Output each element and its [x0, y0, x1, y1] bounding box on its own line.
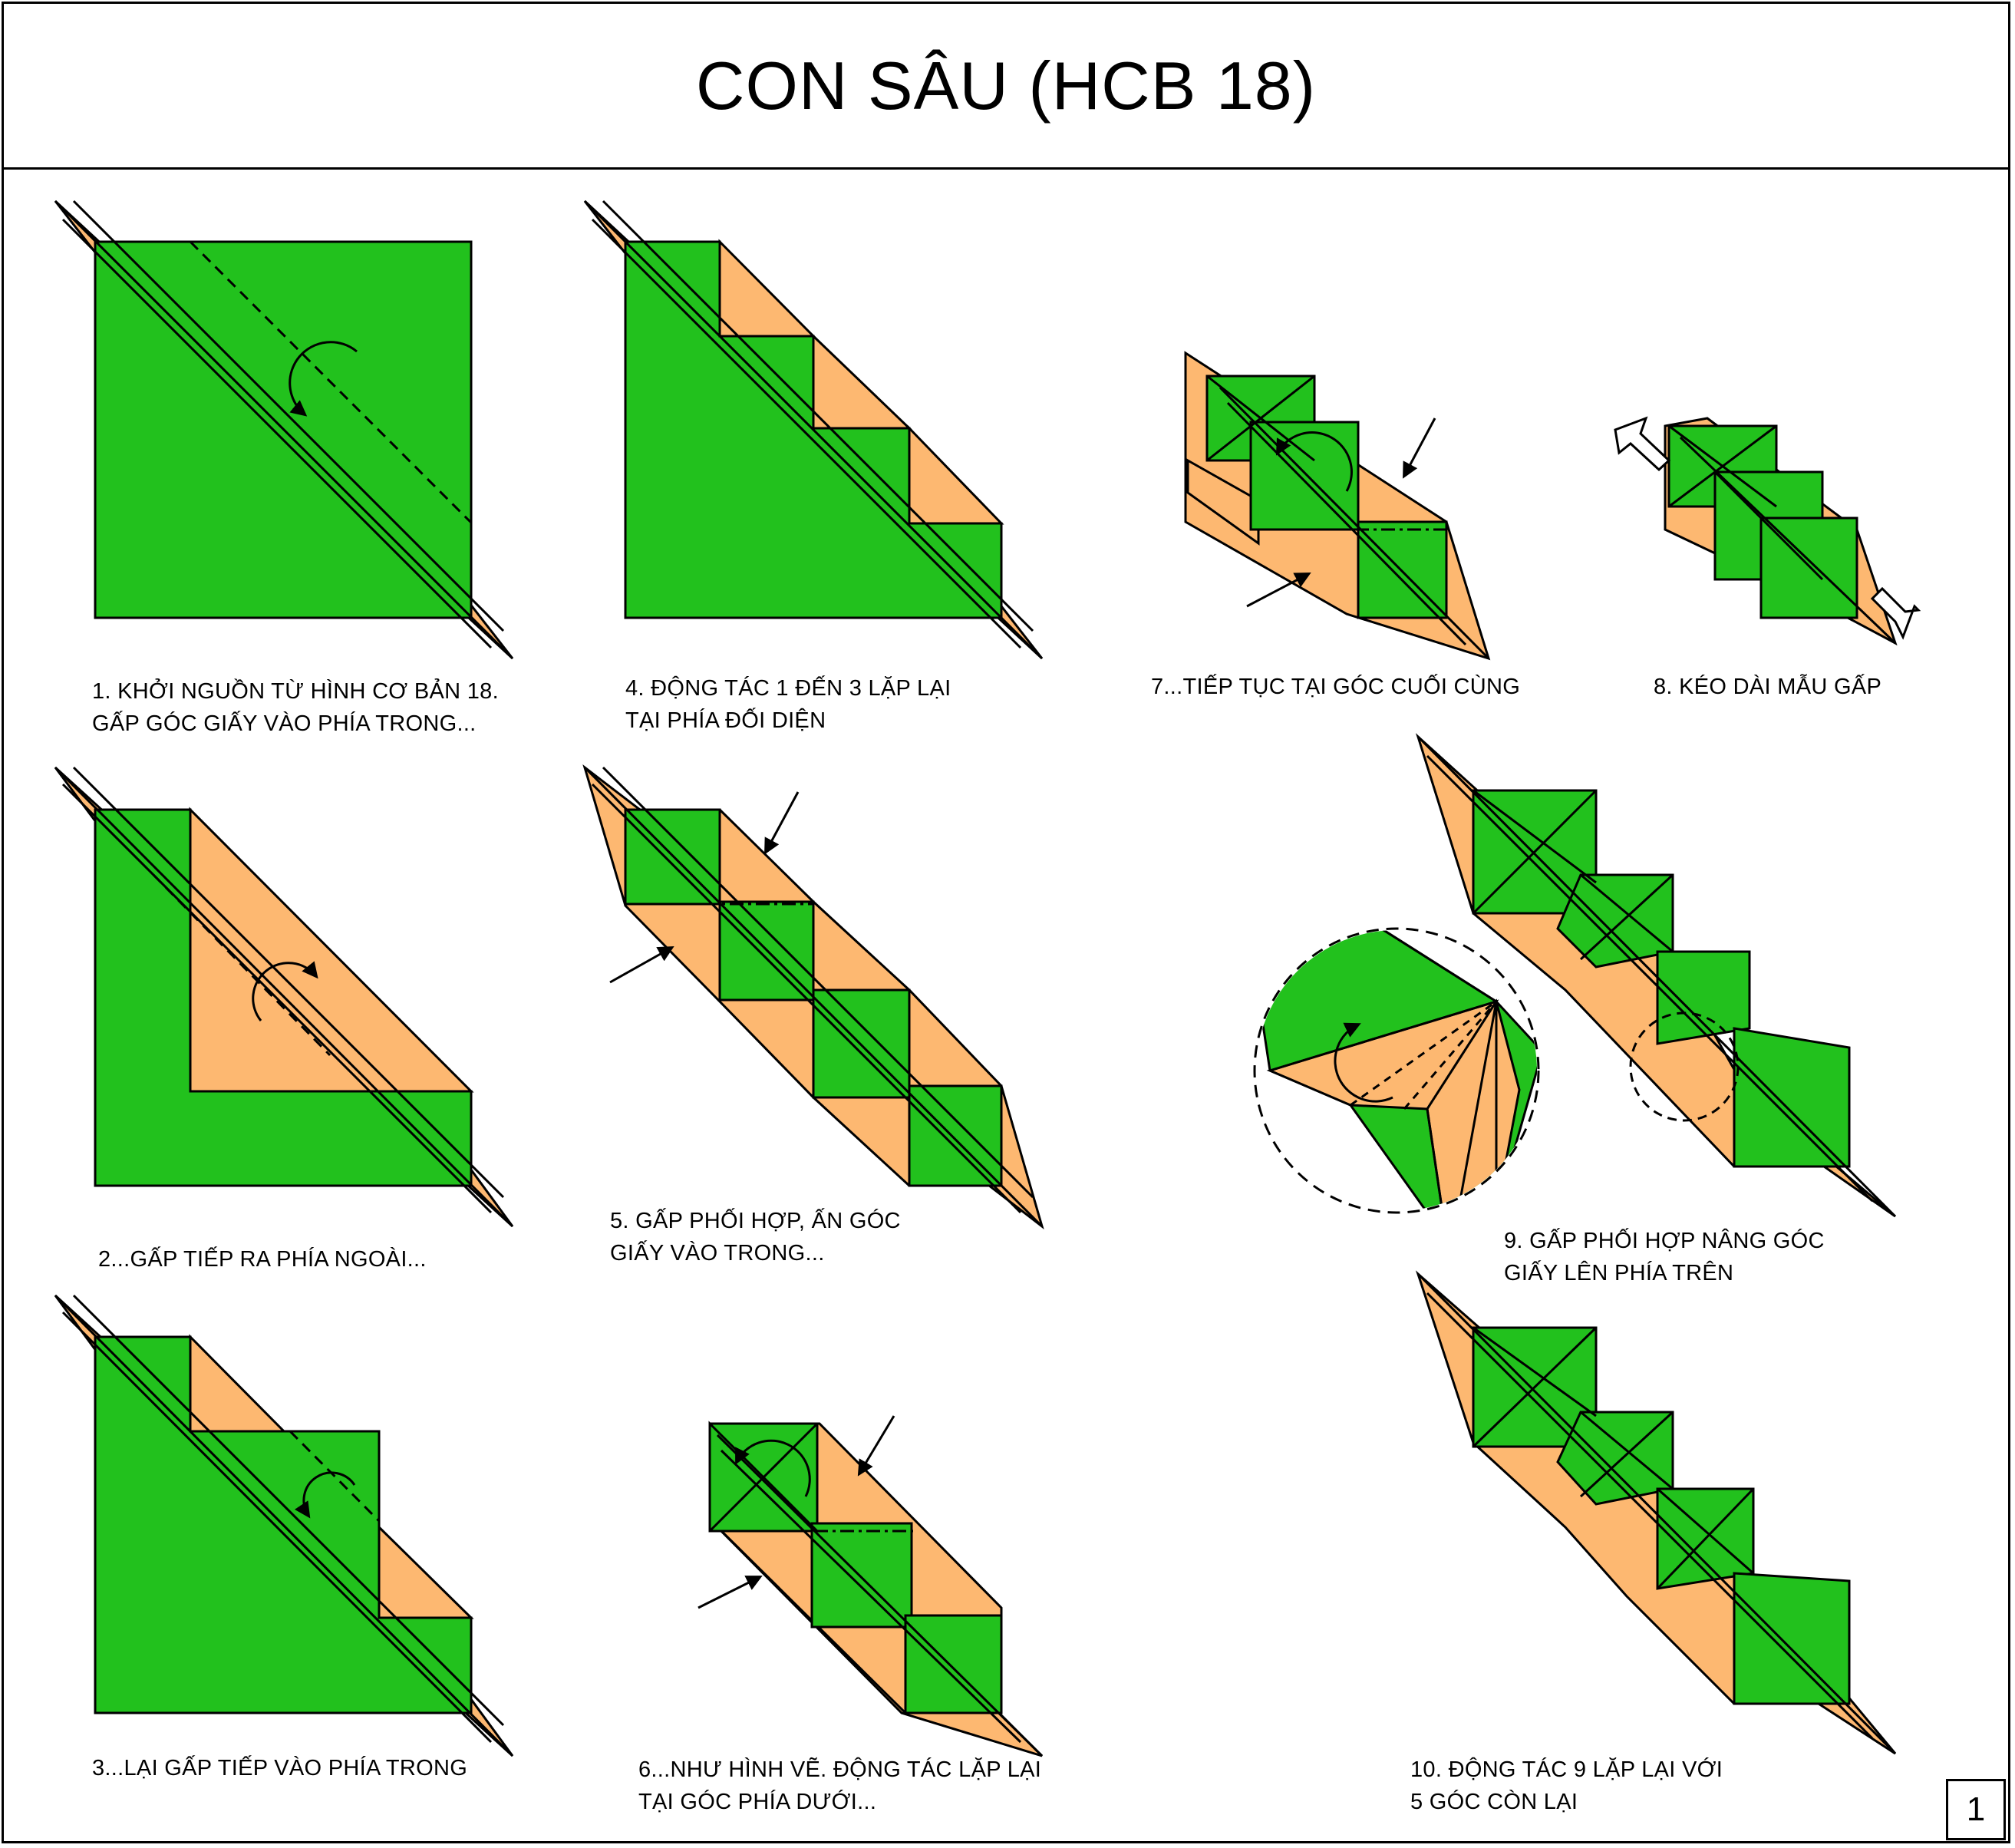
- step-1-diagram: [54, 200, 514, 660]
- step-5-diagram: [582, 764, 1044, 1229]
- step-3-caption: 3...LẠI GẤP TIẾP VÀO PHÍA TRONG: [92, 1756, 468, 1780]
- step-1-caption: 1. KHỞI NGUỒN TỪ HÌNH CƠ BẢN 18. GẤP GÓC…: [92, 679, 499, 736]
- step-7-caption: 7...TIẾP TỤC TẠI GÓC CUỐI CÙNG: [1151, 675, 1521, 699]
- step-3-diagram: [54, 1294, 514, 1757]
- step-4-caption: 4. ĐỘNG TÁC 1 ĐẾN 3 LẶP LẠI TẠI PHÍA ĐỐI…: [625, 676, 951, 733]
- step-4-diagram: [583, 200, 1044, 660]
- step-10-diagram: [1415, 1270, 1897, 1755]
- page-number: 1: [1946, 1779, 2006, 1840]
- page-title: CON SÂU (HCB 18): [695, 47, 1317, 124]
- step-8-caption: 8. KÉO DÀI MẪU GẤP: [1654, 675, 1882, 699]
- step-7-diagram: [1184, 351, 1491, 661]
- step-2-diagram: [54, 766, 514, 1228]
- step-6-caption: 6...NHƯ HÌNH VẼ. ĐỘNG TÁC LẶP LẠI TẠI GÓ…: [638, 1757, 1042, 1814]
- step-9-diagram: [1253, 733, 1897, 1218]
- step-9-caption: 9. GẤP PHỐI HỢP NÂNG GÓC GIẤY LÊN PHÍA T…: [1504, 1229, 1825, 1285]
- step-8-diagram: [1614, 416, 1921, 646]
- step-6-diagram: [698, 1415, 1044, 1757]
- step-10-caption: 10. ĐỘNG TÁC 9 LẶP LẠI VỚI 5 GÓC CÒN LẠI: [1410, 1757, 1723, 1814]
- step-2-caption: 2...GẤP TIẾP RA PHÍA NGOÀI...: [98, 1247, 427, 1272]
- title-bar: CON SÂU (HCB 18): [4, 4, 2008, 170]
- step-5-caption: 5. GẤP PHỐI HỢP, ẤN GÓC GIẤY VÀO TRONG..…: [610, 1209, 901, 1266]
